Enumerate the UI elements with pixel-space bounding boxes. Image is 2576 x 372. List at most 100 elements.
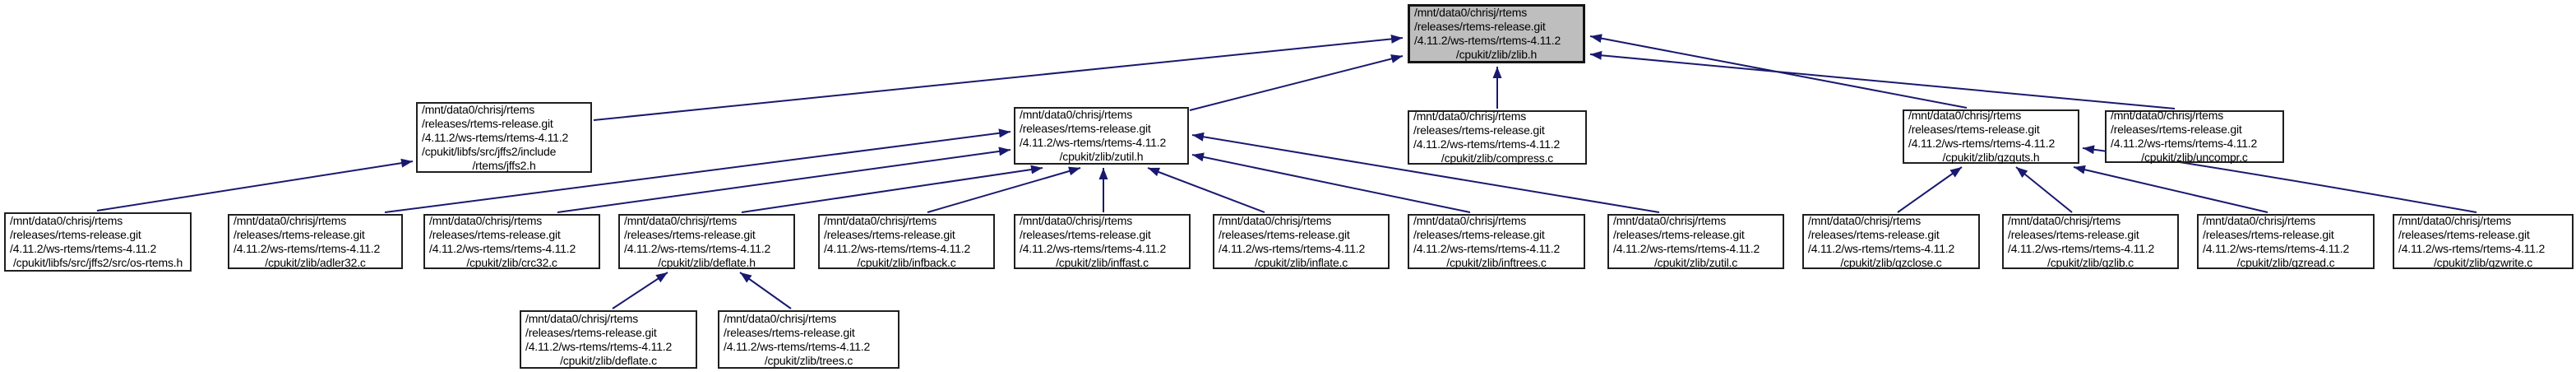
node-label-line: /releases/rtems-release.git <box>525 325 657 339</box>
node-label-line: /mnt/data0/chrisj/rtems <box>10 214 123 227</box>
graph-node-gzread-c[interactable]: /mnt/data0/chrisj/rtems/releases/rtems-r… <box>2197 214 2375 269</box>
node-label-line: /mnt/data0/chrisj/rtems <box>2203 213 2315 227</box>
node-label-line: /releases/rtems-release.git <box>1413 123 1545 137</box>
node-label-line: /mnt/data0/chrisj/rtems <box>2398 213 2511 227</box>
node-label-line: /4.11.2/ws-rtems/rtems-4.11.2 <box>2203 241 2350 255</box>
node-label-line: /4.11.2/ws-rtems/rtems-4.11.2 <box>1613 241 1760 255</box>
node-label-line: /mnt/data0/chrisj/rtems <box>1414 6 1527 19</box>
graph-node-crc32-c[interactable]: /mnt/data0/chrisj/rtems/releases/rtems-r… <box>423 214 600 269</box>
graph-node-inflate-c[interactable]: /mnt/data0/chrisj/rtems/releases/rtems-r… <box>1213 214 1390 269</box>
graph-node-deflate-h[interactable]: /mnt/data0/chrisj/rtems/releases/rtems-r… <box>618 214 795 269</box>
node-label-line: /releases/rtems-release.git <box>824 227 955 241</box>
graph-node-adler32-c[interactable]: /mnt/data0/chrisj/rtems/releases/rtems-r… <box>228 214 403 269</box>
node-label-line: /4.11.2/ws-rtems/rtems-4.11.2 <box>422 130 569 144</box>
graph-node-uncompr-c[interactable]: /mnt/data0/chrisj/rtems/releases/rtems-r… <box>2105 109 2284 164</box>
node-label-line: /4.11.2/ws-rtems/rtems-4.11.2 <box>624 241 771 255</box>
graph-node-os-rtems-h[interactable]: /mnt/data0/chrisj/rtems/releases/rtems-r… <box>4 212 192 272</box>
edge-inflate-c-to-zutil-h <box>1147 167 1265 213</box>
edge-gzlib-c-to-gzguts-h <box>2015 166 2073 213</box>
node-label-line: /releases/rtems-release.git <box>234 227 365 241</box>
node-label-line: /releases/rtems-release.git <box>422 116 553 130</box>
node-label-line: /mnt/data0/chrisj/rtems <box>1413 109 1526 123</box>
node-label-line: /4.11.2/ws-rtems/rtems-4.11.2 <box>1020 136 1167 149</box>
graph-node-jffs2-h[interactable]: /mnt/data0/chrisj/rtems/releases/rtems-r… <box>416 102 592 173</box>
node-label-line: /4.11.2/ws-rtems/rtems-4.11.2 <box>10 242 157 255</box>
node-label-line: /4.11.2/ws-rtems/rtems-4.11.2 <box>824 241 971 255</box>
node-label-line: /cpukit/zlib/gzguts.h <box>1942 151 2040 164</box>
node-label-line: /mnt/data0/chrisj/rtems <box>422 102 534 116</box>
node-label-line: /releases/rtems-release.git <box>2008 227 2139 241</box>
node-label-line: /4.11.2/ws-rtems/rtems-4.11.2 <box>2008 241 2155 255</box>
edge-inftrees-c-to-zutil-h <box>1191 152 1471 213</box>
graph-node-gzguts-h[interactable]: /mnt/data0/chrisj/rtems/releases/rtems-r… <box>1903 109 2079 164</box>
node-label-line: /mnt/data0/chrisj/rtems <box>724 311 836 325</box>
edge-infback-c-to-zutil-h <box>927 166 1081 213</box>
node-label-line: /cpukit/zlib/infback.c <box>857 255 956 269</box>
node-label-line: /4.11.2/ws-rtems/rtems-4.11.2 <box>2398 241 2546 255</box>
graph-node-gzclose-c[interactable]: /mnt/data0/chrisj/rtems/releases/rtems-r… <box>1802 214 1980 269</box>
node-label-line: /cpukit/zlib/zutil.h <box>1059 150 1144 163</box>
graph-node-gzlib-c[interactable]: /mnt/data0/chrisj/rtems/releases/rtems-r… <box>2002 214 2179 269</box>
graph-node-zlib-h[interactable]: /mnt/data0/chrisj/rtems/releases/rtems-r… <box>1408 4 1585 63</box>
graph-node-trees-c[interactable]: /mnt/data0/chrisj/rtems/releases/rtems-r… <box>718 310 900 369</box>
node-label-line: /cpukit/zlib/deflate.h <box>658 255 756 269</box>
node-label-line: /4.11.2/ws-rtems/rtems-4.11.2 <box>1020 241 1167 255</box>
graph-node-compress-c[interactable]: /mnt/data0/chrisj/rtems/releases/rtems-r… <box>1408 109 1587 165</box>
node-label-line: /cpukit/zlib/deflate.c <box>560 353 657 367</box>
graph-node-gzwrite-c[interactable]: /mnt/data0/chrisj/rtems/releases/rtems-r… <box>2393 214 2574 269</box>
edge-gzclose-c-to-gzguts-h <box>1897 166 1963 213</box>
node-label-line: /cpukit/zlib/gzread.c <box>2236 255 2335 269</box>
edge-gzread-c-to-gzguts-h <box>2073 165 2268 213</box>
node-label-line: /cpukit/zlib/inffast.c <box>1056 255 1149 269</box>
node-label-line: /cpukit/zlib/crc32.c <box>466 255 557 269</box>
edge-deflate-c-to-deflate-h <box>612 272 668 309</box>
node-label-line: /mnt/data0/chrisj/rtems <box>1020 213 1132 227</box>
node-label-line: /mnt/data0/chrisj/rtems <box>824 213 937 227</box>
edge-zutil-h-to-zlib-h <box>1189 54 1404 111</box>
node-label-line: /cpukit/libfs/src/jffs2/include <box>422 144 557 158</box>
node-label-line: /releases/rtems-release.git <box>1613 227 1745 241</box>
node-label-line: /releases/rtems-release.git <box>429 227 561 241</box>
node-label-line: /4.11.2/ws-rtems/rtems-4.11.2 <box>2111 137 2258 150</box>
edge-os-rtems-h-to-jffs2-h <box>96 158 414 212</box>
edge-uncompr-c-to-zlib-h <box>1589 50 2176 109</box>
node-label-line: /mnt/data0/chrisj/rtems <box>2111 109 2223 122</box>
node-label-line: /mnt/data0/chrisj/rtems <box>1908 109 2021 122</box>
graph-node-inffast-c[interactable]: /mnt/data0/chrisj/rtems/releases/rtems-r… <box>1014 214 1191 269</box>
node-label-line: /releases/rtems-release.git <box>1414 20 1546 33</box>
node-label-line: /mnt/data0/chrisj/rtems <box>2008 213 2120 227</box>
edge-jffs2-h-to-zlib-h <box>593 34 1404 121</box>
node-label-line: /releases/rtems-release.git <box>2398 227 2530 241</box>
graph-node-zutil-c[interactable]: /mnt/data0/chrisj/rtems/releases/rtems-r… <box>1607 214 1784 269</box>
node-label-line: /cpukit/zlib/zlib.h <box>1455 48 1538 61</box>
graph-node-zutil-h[interactable]: /mnt/data0/chrisj/rtems/releases/rtems-r… <box>1014 107 1189 165</box>
edge-zutil-c-to-zutil-h <box>1191 132 1660 213</box>
node-label-line: /4.11.2/ws-rtems/rtems-4.11.2 <box>1908 137 2056 150</box>
node-label-line: /releases/rtems-release.git <box>1413 227 1545 241</box>
node-label-line: /cpukit/zlib/inftrees.c <box>1446 255 1547 269</box>
node-label-line: /releases/rtems-release.git <box>1219 227 1350 241</box>
node-label-line: /mnt/data0/chrisj/rtems <box>1613 213 1726 227</box>
node-label-line: /cpukit/zlib/gzwrite.c <box>2433 255 2533 269</box>
node-label-line: /mnt/data0/chrisj/rtems <box>1020 108 1132 121</box>
node-label-line: /4.11.2/ws-rtems/rtems-4.11.2 <box>1808 241 1955 255</box>
node-label-line: /releases/rtems-release.git <box>1020 122 1151 135</box>
node-label-line: /releases/rtems-release.git <box>1020 227 1151 241</box>
node-label-line: /cpukit/zlib/gzlib.c <box>2047 255 2134 269</box>
node-label-line: /releases/rtems-release.git <box>10 228 141 241</box>
edge-deflate-h-to-zutil-h <box>741 165 1043 213</box>
node-label-line: /mnt/data0/chrisj/rtems <box>525 311 638 325</box>
node-label-line: /releases/rtems-release.git <box>2203 227 2334 241</box>
graph-node-deflate-c[interactable]: /mnt/data0/chrisj/rtems/releases/rtems-r… <box>520 310 697 369</box>
graph-node-infback-c[interactable]: /mnt/data0/chrisj/rtems/releases/rtems-r… <box>818 214 995 269</box>
node-label-line: /rtems/jffs2.h <box>472 158 536 172</box>
edge-trees-c-to-deflate-h <box>739 272 792 309</box>
node-label-line: /mnt/data0/chrisj/rtems <box>624 213 737 227</box>
node-label-line: /cpukit/zlib/uncompr.c <box>2141 151 2248 164</box>
node-label-line: /cpukit/zlib/adler32.c <box>265 255 366 269</box>
graph-node-inftrees-c[interactable]: /mnt/data0/chrisj/rtems/releases/rtems-r… <box>1408 214 1585 269</box>
node-label-line: /mnt/data0/chrisj/rtems <box>234 213 346 227</box>
node-label-line: /releases/rtems-release.git <box>1808 227 1940 241</box>
